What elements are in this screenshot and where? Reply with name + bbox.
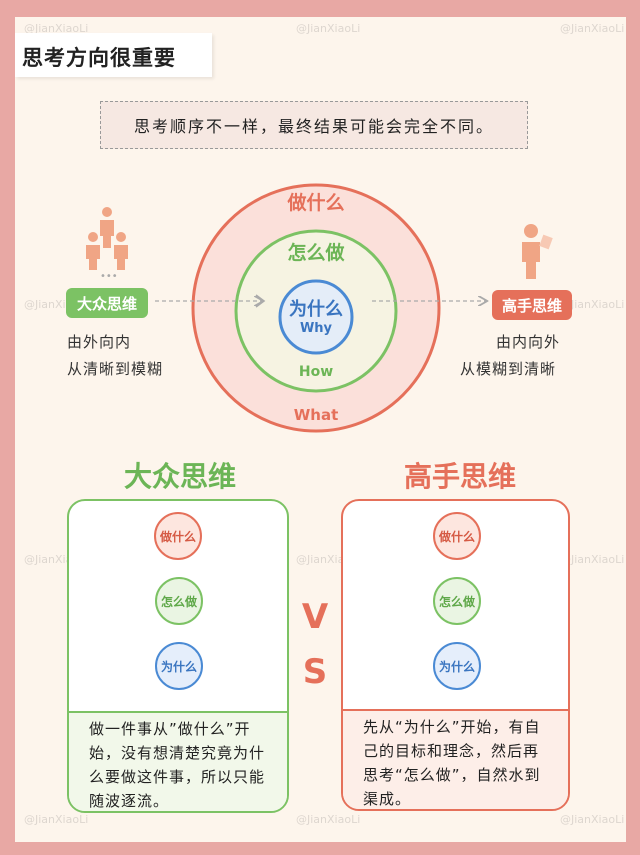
inner-label-cn: 为什么 [289,299,343,320]
right-desc-line2: 从模糊到清晰 [460,360,557,378]
left-mini-why: 为什么 [155,642,203,690]
right-desc-line1: 由内向外 [496,333,561,351]
middle-label-en: How [298,364,334,380]
watermark: @JianXiaoLi [296,22,361,35]
watermark: @JianXiaoLi [560,298,625,311]
watermark: @JianXiaoLi [560,813,625,826]
right-compare-text: 先从“为什么”开始，有自己的目标和理念，然后再思考“怎么做”，自然水到渠成。 [343,709,568,809]
right-mini-what: 做什么 [433,512,481,560]
people-icon [86,207,128,270]
title-tag: 思考方向很重要 [15,33,212,77]
people-dots: ••• [100,271,118,282]
left-mini-how: 怎么做 [155,577,203,625]
vs-s: S [302,652,328,692]
right-compare-title: 高手思维 [403,460,516,493]
inner-circle [278,279,354,355]
vs-v: V [301,597,329,637]
watermark: @JianXiaoLi [560,553,625,566]
watermark: @JianXiaoLi [24,22,89,35]
right-mini-how: 怎么做 [433,577,481,625]
watermark: @JianXiaoLi [560,22,625,35]
right-tag: 高手思维 [492,290,572,320]
left-tag: 大众思维 [66,288,148,318]
right-mini-why: 为什么 [433,642,481,690]
middle-label-cn: 怎么做 [287,242,345,264]
left-desc-line2: 从清晰到模糊 [67,360,164,378]
inner-label-en: Why [299,321,333,336]
outer-label-cn: 做什么 [287,192,345,214]
left-arrow-chevron [255,294,266,308]
page-title: 思考方向很重要 [22,46,176,70]
subtitle-box: 思考顺序不一样，最终结果可能会完全不同。 [100,101,528,149]
outer-label-en: What [293,406,339,424]
watermark: @JianXiaoLi [296,813,361,826]
person-icon [522,224,553,279]
left-desc-line1: 由外向内 [67,333,132,351]
left-compare-text: 做一件事从”做什么”开始，没有想清楚究竟为什么要做这件事，所以只能随波逐流。 [69,711,287,811]
watermark: @JianXiaoLi [24,813,89,826]
left-compare-title: 大众思维 [123,460,236,493]
left-mini-what: 做什么 [154,512,202,560]
